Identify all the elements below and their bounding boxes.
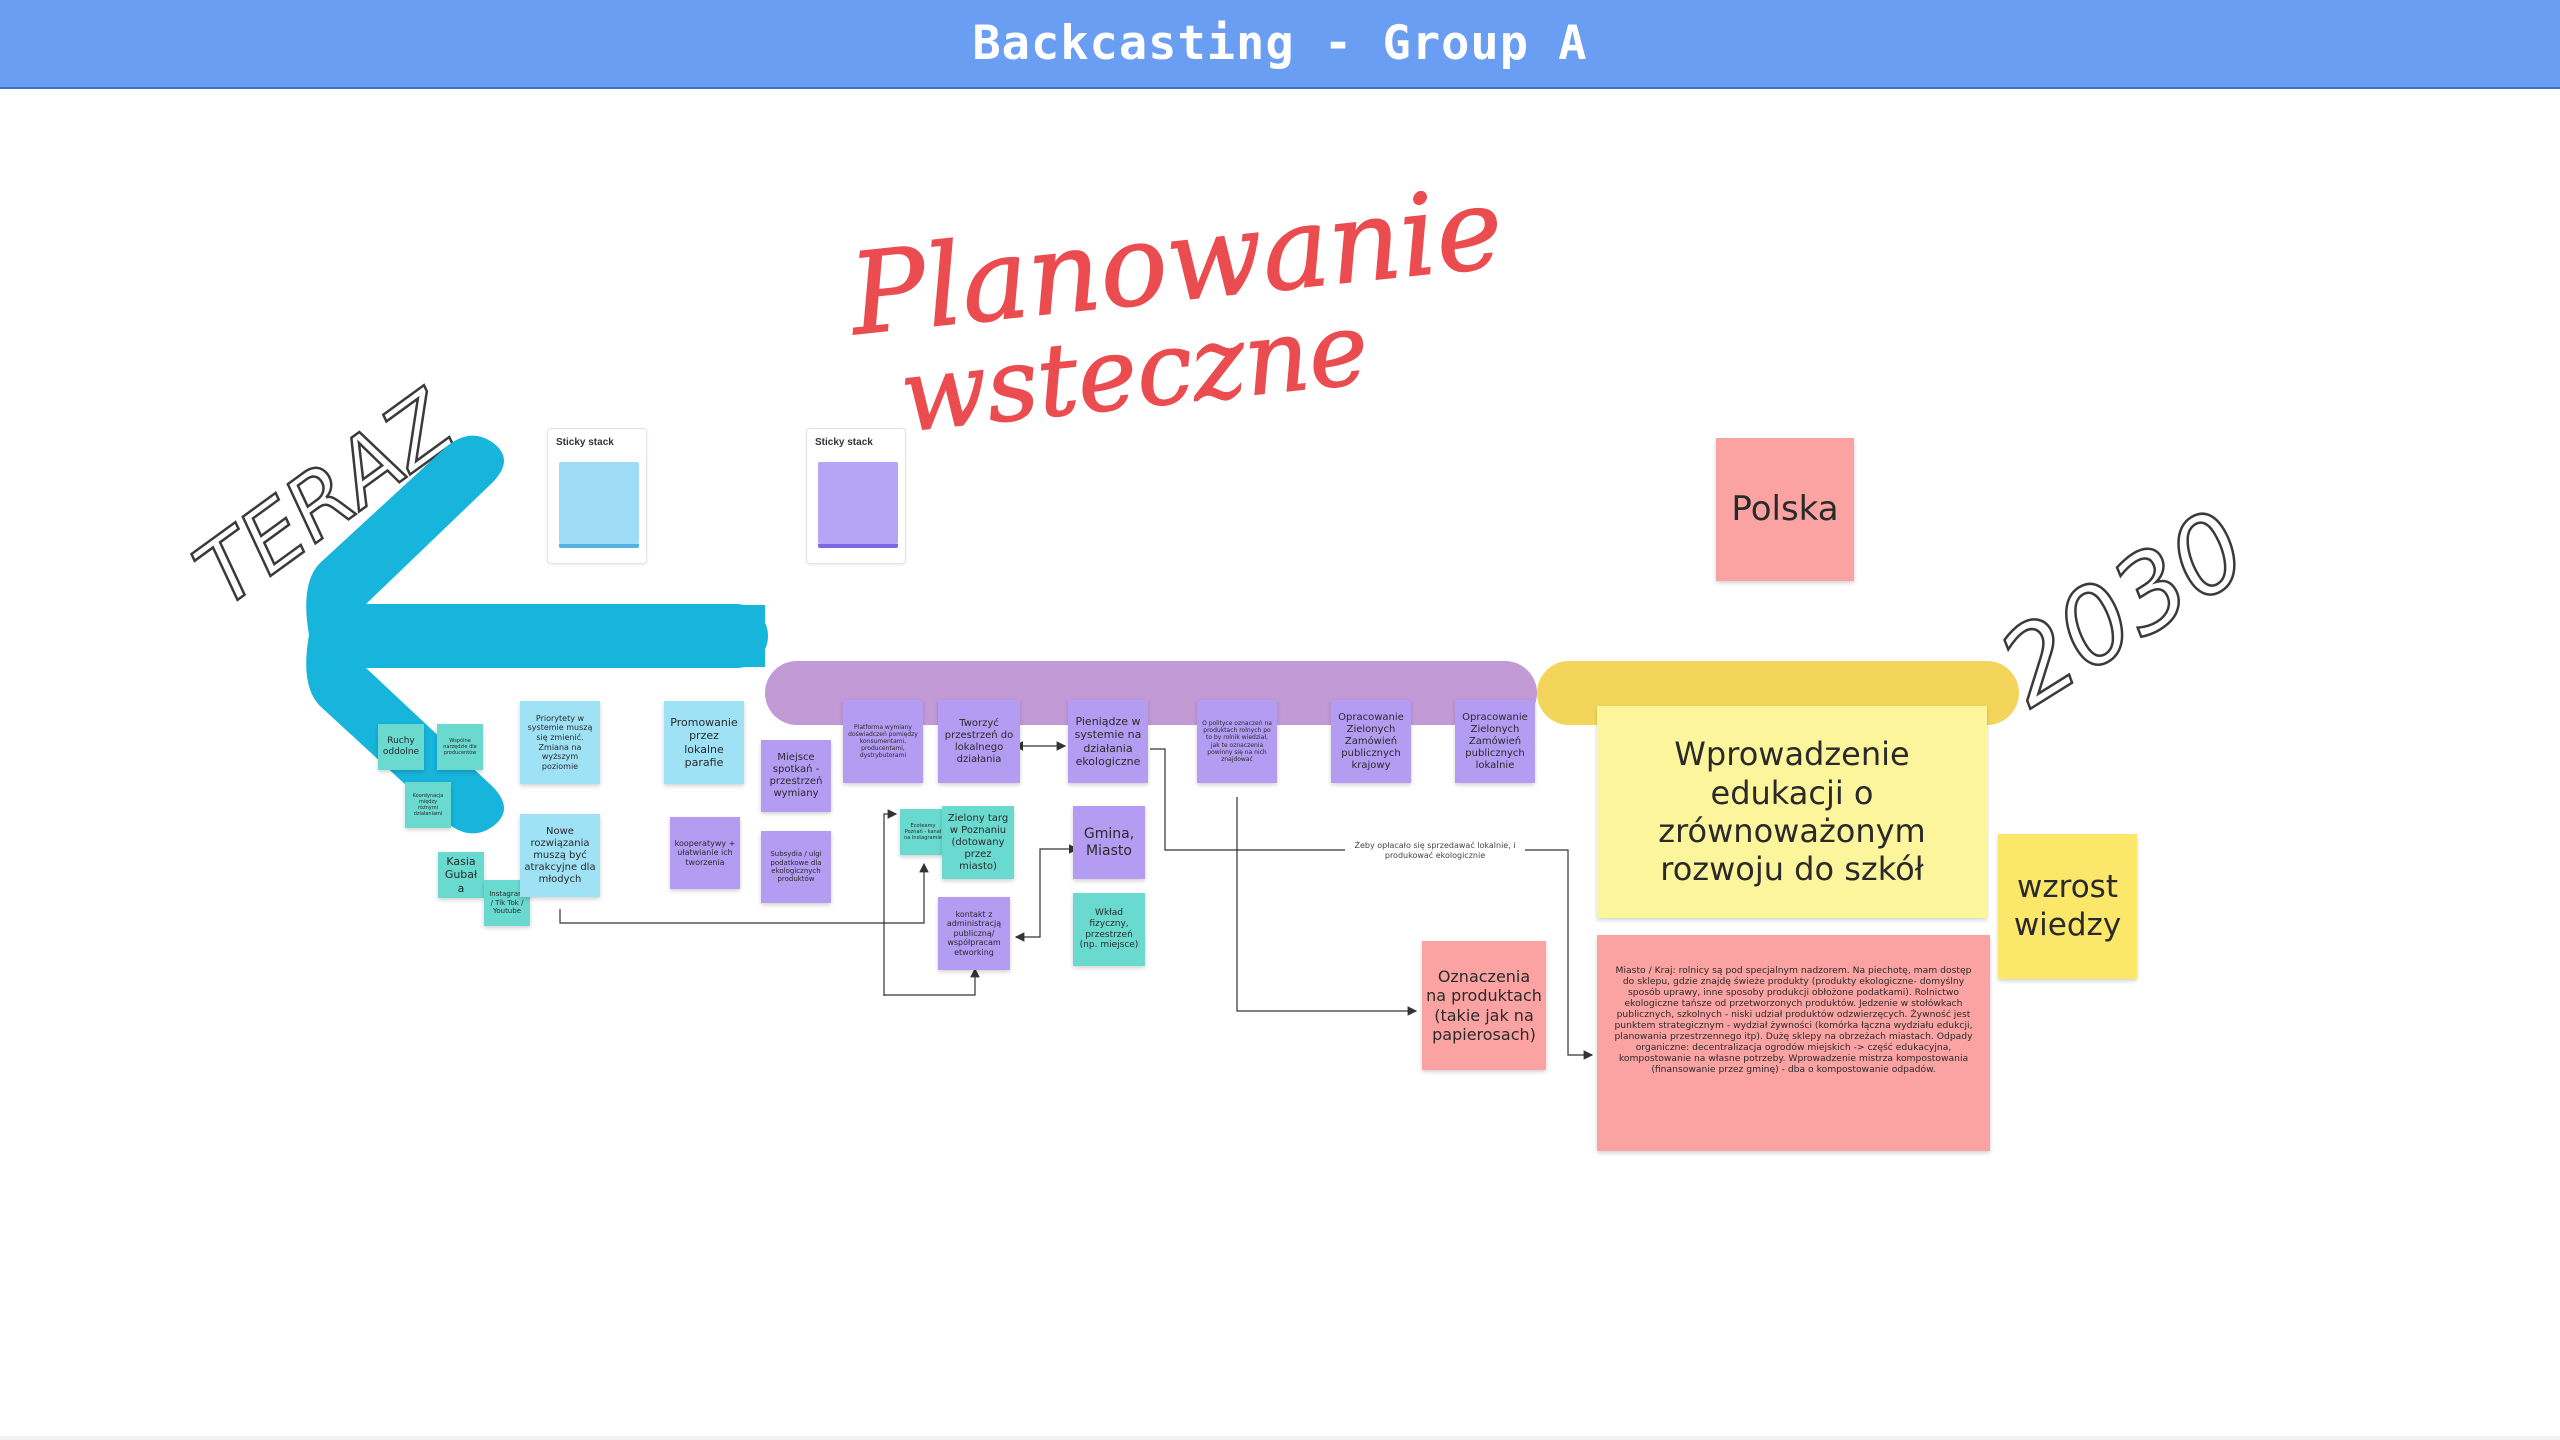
sticky-stack-violet[interactable]: Sticky stack [806,428,906,564]
sticky-note[interactable]: Zielony targ w Poznaniu (dotowany przez … [942,806,1014,879]
sticky-note-text: wzrost wiedzy [2013,869,2122,943]
sticky-note-text: Miasto / Kraj: rolnicy są pod specjalnym… [1614,965,1973,1076]
sticky-note[interactable]: Pieniądze w systemie na działania ekolog… [1068,700,1148,783]
lane-label-polska[interactable]: Polska [1716,438,1854,581]
sticky-note[interactable]: Ruchy oddolne [378,724,424,770]
sticky-note-text: Opracowanie Zielonych Zamówień publiczny… [1338,711,1404,771]
sticky-note[interactable]: Tworzyć przestrzeń do lokalnego działani… [938,700,1020,783]
sticky-stack-paper [818,462,898,544]
sticky-stack-label: Sticky stack [815,437,873,448]
arrow-shaft [330,604,768,668]
sticky-note[interactable]: Wkład fizyczny, przestrzeń (np. miejsce) [1073,893,1145,966]
sticky-note[interactable]: kooperatywy + ułatwianie ich tworzenia [670,817,740,889]
sticky-note-text: Ecoteamy Poznań - kanał na Instagramie [904,823,942,841]
board-title: Backcasting - Group A [972,16,1588,71]
sticky-note[interactable]: O polityce oznaczeń na produktach rolnyc… [1197,700,1277,783]
sticky-note[interactable]: Priorytety w systemie muszą się zmienić.… [520,701,600,784]
sticky-note[interactable]: wzrost wiedzy [1998,834,2137,979]
whiteboard-canvas[interactable]: Planowanie wsteczne TERAZ 2030 [0,89,2560,1440]
sticky-note-text: Subsydia / ulgi podatkowe dla ekologiczn… [770,850,822,884]
sticky-note[interactable]: Promowanie przez lokalne parafie [664,701,744,784]
sticky-note[interactable]: Nowe rozwiązania muszą być atrakcyjne dl… [520,814,600,897]
canvas-bottom-edge [0,1436,2560,1440]
sticky-note-text: O polityce oznaczeń na produktach rolnyc… [1202,719,1272,763]
sticky-note-text: Priorytety w systemie muszą się zmienić.… [527,713,593,771]
sticky-note-text: Wprowadzenie edukacji o zrównoważonym ro… [1658,735,1926,889]
sticky-note-text: kooperatywy + ułatwianie ich tworzenia [674,838,736,867]
sticky-note-text: Tworzyć przestrzeń do lokalnego działani… [944,717,1014,765]
sticky-note[interactable]: Opracowanie Zielonych Zamówień publiczny… [1455,700,1535,783]
connector-label: Żeby opłacało się sprzedawać lokalnie, i… [1345,841,1525,861]
sticky-note[interactable]: Miejsce spotkań - przestrzeń wymiany [761,740,831,812]
sticky-note[interactable]: Oznaczenia na produktach (takie jak na p… [1422,941,1546,1070]
sticky-note[interactable]: Instagram / Tik Tok / Youtube [484,880,530,926]
sticky-note-text: kontakt z administracją publiczną/ współ… [946,909,1002,957]
sticky-stack-paper [559,462,639,544]
sticky-note[interactable]: Ecoteamy Poznań - kanał na Instagramie [900,809,946,855]
sticky-note[interactable]: Gmina, Miasto [1073,806,1145,879]
sticky-note[interactable]: Subsydia / ulgi podatkowe dla ekologiczn… [761,831,831,903]
sticky-note[interactable]: Kasia Gubała [438,852,484,898]
sticky-note-text: Platforma wymiany doświadczeń pomiędzy k… [848,723,918,760]
sticky-note-text: Miejsce spotkań - przestrzeń wymiany [769,752,823,799]
sticky-note[interactable]: Wspólne narzędzie dla producentów [437,724,483,770]
sticky-note-text: Nowe rozwiązania muszą być atrakcyjne dl… [524,825,596,885]
sticky-note-text: Kasia Gubała [444,855,478,895]
sticky-note-text: Pieniądze w systemie na działania ekolog… [1074,715,1142,768]
lane-label-text: Polska [1731,489,1839,530]
sticky-note[interactable]: kontakt z administracją publiczną/ współ… [938,897,1010,970]
sticky-note[interactable]: Platforma wymiany doświadczeń pomiędzy k… [843,700,923,783]
sticky-note-text: Opracowanie Zielonych Zamówień publiczny… [1462,711,1528,771]
sticky-note-text: Wkład fizyczny, przestrzeń (np. miejsce) [1079,907,1139,951]
sticky-note-large[interactable]: Wprowadzenie edukacji o zrównoważonym ro… [1597,706,1987,918]
sticky-stack-edge [818,544,898,548]
sticky-stack-edge [559,544,639,548]
sticky-note-text: Koordynacja między różnymi działaniami [412,793,444,817]
sticky-stack-cyan[interactable]: Sticky stack [547,428,647,564]
sticky-note-text: Instagram / Tik Tok / Youtube [489,890,525,916]
sticky-note-text: Ruchy oddolne [382,736,420,757]
sticky-note-text: Promowanie przez lokalne parafie [670,716,738,769]
sticky-note-text: Zielony targ w Poznaniu (dotowany przez … [947,812,1009,872]
sticky-note-text: Oznaczenia na produktach (takie jak na p… [1426,967,1542,1044]
sticky-note-large[interactable]: Miasto / Kraj: rolnicy są pod specjalnym… [1597,935,1990,1151]
sticky-stack-label: Sticky stack [556,437,614,448]
sticky-note-text: Wspólne narzędzie dla producentów [443,738,477,756]
board-header: Backcasting - Group A [0,0,2560,89]
sticky-note[interactable]: Opracowanie Zielonych Zamówień publiczny… [1331,700,1411,783]
sticky-note-text: Gmina, Miasto [1083,825,1135,859]
sticky-note[interactable]: Koordynacja między różnymi działaniami [405,782,451,828]
